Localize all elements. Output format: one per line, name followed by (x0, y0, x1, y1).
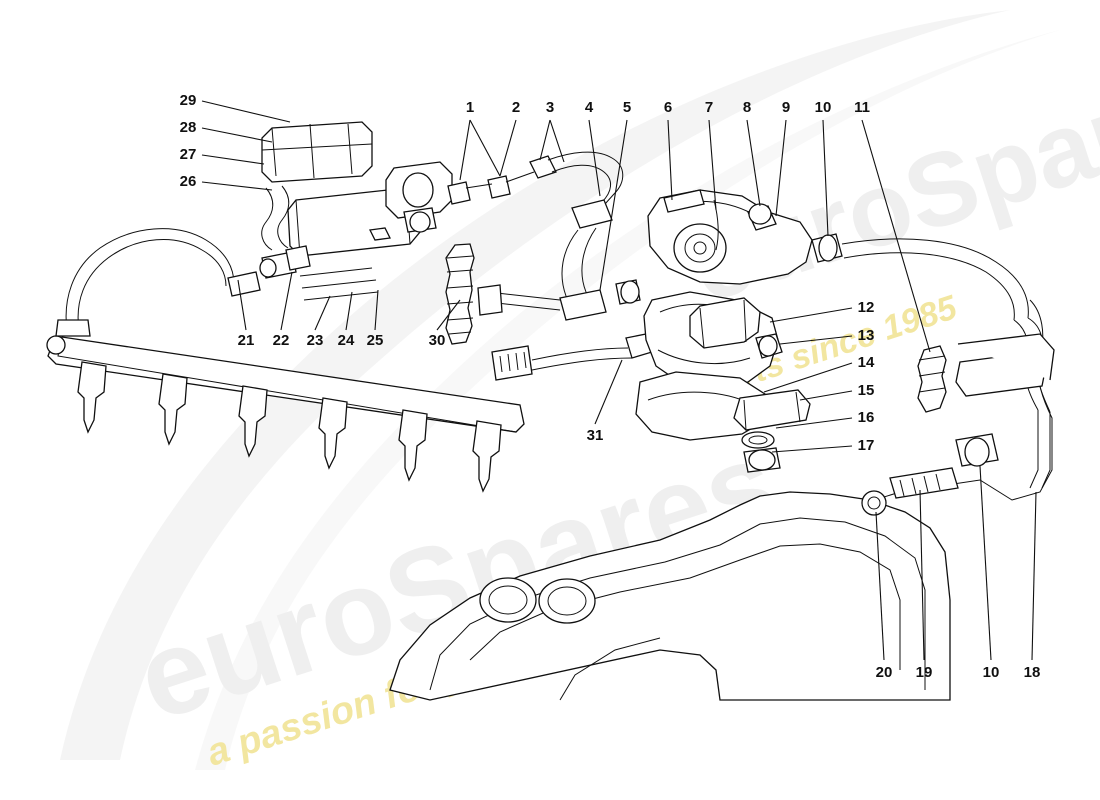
top-pipe-run (447, 151, 641, 321)
callout-12: 12 (858, 299, 875, 316)
callout-2: 2 (512, 99, 520, 116)
callout-24: 24 (338, 332, 355, 349)
callout-7: 7 (705, 99, 713, 116)
canister-assembly (259, 121, 453, 301)
callout-17: 17 (858, 437, 875, 454)
callout-23: 23 (307, 332, 324, 349)
center-valve-assembly (647, 189, 1051, 489)
corrugated-hose-30 (445, 243, 653, 381)
callout-4: 4 (585, 99, 594, 116)
callout-5: 5 (623, 99, 631, 116)
injector-4 (318, 397, 348, 470)
callout-10: 10 (815, 99, 832, 116)
callout-27: 27 (180, 146, 197, 163)
callout-15: 15 (858, 382, 875, 399)
callout-13: 13 (858, 327, 875, 344)
lower-bracket-assembly (635, 291, 811, 473)
injector-5 (398, 409, 428, 482)
callout-31: 31 (587, 427, 604, 444)
callout-22: 22 (273, 332, 290, 349)
callout-26: 26 (180, 173, 197, 190)
callout-16: 16 (858, 409, 875, 426)
callout-6: 6 (664, 99, 672, 116)
injector-2 (158, 373, 188, 446)
callout-1: 1 (466, 99, 474, 116)
callout-3: 3 (546, 99, 554, 116)
injector-1 (77, 361, 107, 434)
callout-28: 28 (180, 119, 197, 136)
callout-8: 8 (743, 99, 751, 116)
fuel-rail-injectors (46, 335, 525, 493)
callout-29: 29 (180, 92, 197, 109)
injector-3 (238, 385, 268, 458)
left-hose-loop (55, 228, 261, 337)
engine-cover-assembly (389, 491, 951, 701)
injector-6 (472, 420, 502, 493)
callout-30: 30 (429, 332, 446, 349)
callout-9: 9 (782, 99, 790, 116)
callout-numbers: 29 28 27 26 1 2 3 4 5 6 7 8 9 10 11 21 2… (180, 92, 1041, 681)
callout-10-bottom: 10 (983, 664, 1000, 681)
callout-11: 11 (854, 99, 870, 116)
right-hose-assembly (861, 299, 1055, 516)
leader-lines (201, 100, 1037, 661)
callout-21: 21 (238, 332, 255, 349)
callout-19: 19 (916, 664, 933, 681)
callout-14: 14 (858, 354, 875, 371)
callout-18: 18 (1024, 664, 1041, 681)
callout-25: 25 (367, 332, 384, 349)
callout-20: 20 (876, 664, 893, 681)
